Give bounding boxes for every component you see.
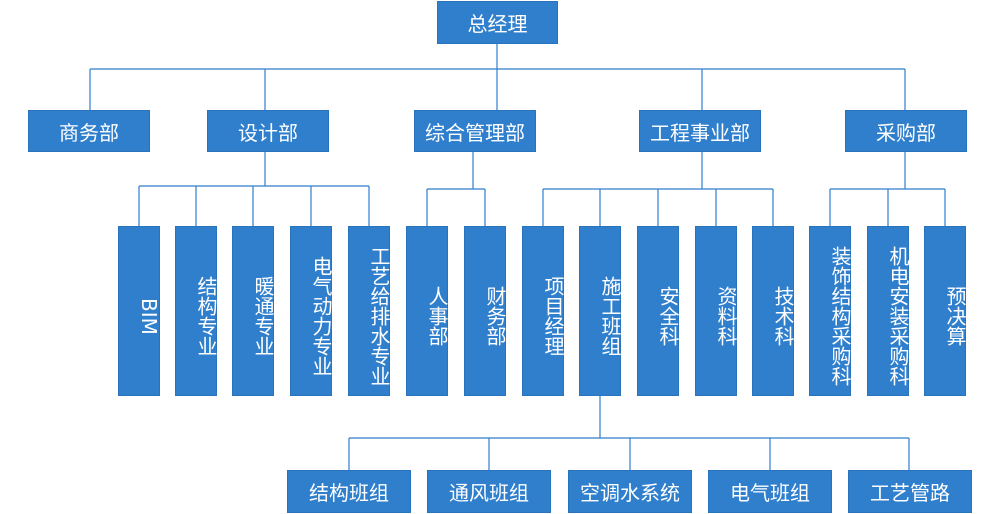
node-team-electrical: 电气班组 <box>708 470 832 513</box>
node-design-plumbing: 工艺给排水专业 <box>348 226 391 396</box>
node-eng-construction-team: 施工班组 <box>579 226 622 396</box>
node-eng-project-manager: 项目经理 <box>522 226 565 396</box>
node-admin-hr: 人事部 <box>406 226 449 396</box>
node-eng-technical: 技术科 <box>752 226 795 396</box>
node-design-electrical: 电气动力专业 <box>290 226 333 396</box>
node-purch-decoration: 装饰结构采购科 <box>809 226 852 396</box>
node-eng-documents: 资料科 <box>695 226 738 396</box>
node-dept-engineering: 工程事业部 <box>639 110 761 152</box>
node-purch-budget: 预决算 <box>924 226 967 396</box>
node-general-manager: 总经理 <box>437 1 558 44</box>
node-dept-business: 商务部 <box>28 110 150 152</box>
node-dept-design: 设计部 <box>207 110 329 152</box>
node-dept-admin: 综合管理部 <box>414 110 536 152</box>
node-team-process-piping: 工艺管路 <box>848 470 972 513</box>
node-eng-safety: 安全科 <box>637 226 680 396</box>
node-design-hvac: 暖通专业 <box>232 226 275 396</box>
node-dept-purchasing: 采购部 <box>845 110 967 152</box>
node-admin-finance: 财务部 <box>464 226 507 396</box>
node-team-structure: 结构班组 <box>287 470 411 513</box>
node-team-ventilation: 通风班组 <box>427 470 551 513</box>
node-design-bim: BIM <box>118 226 161 396</box>
node-design-structure: 结构专业 <box>175 226 218 396</box>
node-team-chilled-water: 空调水系统 <box>568 470 692 513</box>
node-purch-mep: 机电安装采购科 <box>867 226 910 396</box>
